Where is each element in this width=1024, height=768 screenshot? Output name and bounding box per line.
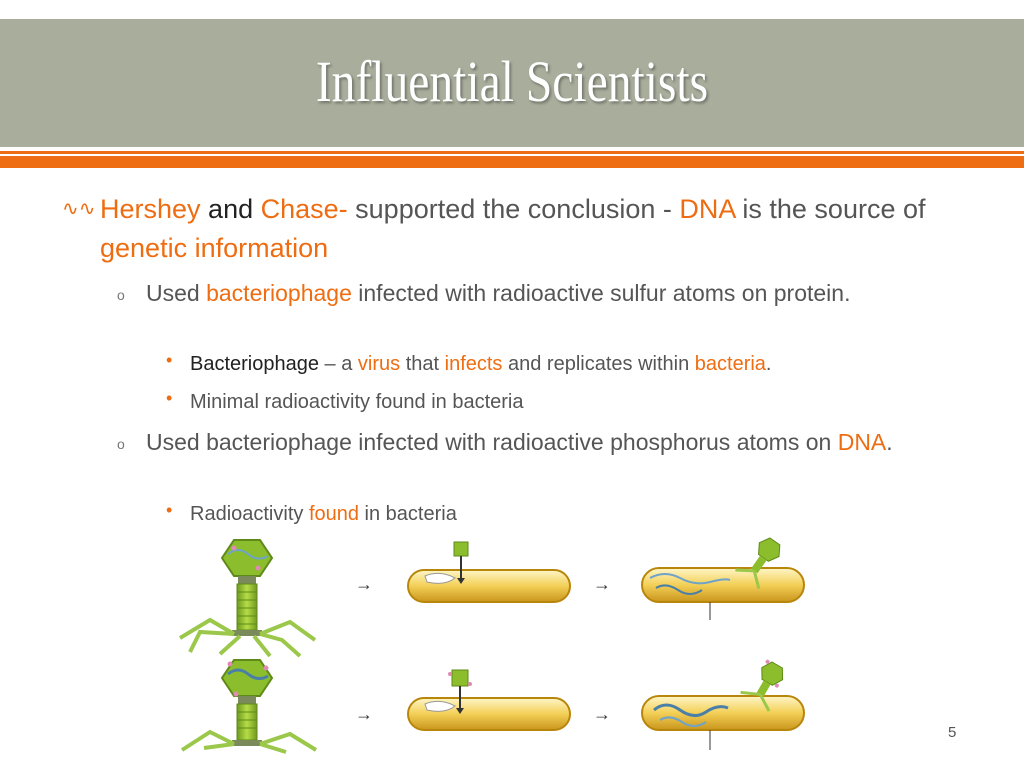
sub2-item-a: Radioactivity	[190, 503, 309, 525]
and-text: and	[200, 194, 261, 224]
main-text-1: supported the conclusion -	[347, 194, 680, 224]
bacterium-4-bottom	[641, 659, 805, 750]
l3-bullet-2: •	[166, 388, 173, 408]
sub1-used: Used	[146, 280, 207, 306]
sub2-end: .	[886, 429, 893, 455]
sub-bullet-1: Used bacteriophage infected with radioac…	[146, 276, 976, 310]
sub1-bacteriophage: bacteriophage	[206, 280, 352, 306]
svg-text:→: →	[593, 574, 611, 594]
sub-bullet-2-marker: o	[117, 436, 125, 452]
accent-rule-thick	[0, 156, 1024, 168]
page-number: 5	[948, 724, 957, 741]
slide-title: Influential Scientists	[315, 49, 709, 114]
sub1-item-2: Minimal radioactivity found in bacteria	[190, 391, 524, 413]
title-bar	[0, 19, 1024, 147]
virus-text: virus	[357, 353, 401, 375]
svg-text:→: →	[593, 704, 611, 724]
sub2-item-b: in bacteria	[359, 503, 457, 525]
chase-text: Chase	[260, 194, 339, 224]
sub2-text: Used bacteriophage infected with radioac…	[146, 429, 838, 455]
bacterium-1-top	[407, 541, 571, 603]
phage-large-bottom	[180, 659, 318, 754]
accent-rule-thin	[0, 151, 1024, 154]
infects-text: infects	[444, 353, 503, 375]
swirl-bullet-icon: ∿∿	[62, 198, 96, 220]
genetic-info-text: genetic information	[100, 233, 329, 263]
svg-text:→: →	[355, 574, 373, 594]
hershey-text: Hershey	[100, 194, 201, 224]
found-text: found	[308, 503, 359, 525]
item1-a: – a	[318, 353, 358, 375]
phage-infection-diagram: → → → →	[178, 537, 805, 754]
sub1-rest: infected with radioactive sulfur atoms o…	[351, 280, 851, 306]
phage-large-top	[178, 539, 317, 658]
item1-c: and replicates within	[502, 353, 695, 375]
bacterium-3-bottom	[407, 669, 571, 731]
bacterium-2-top	[641, 537, 805, 620]
sub2-dna: DNA	[837, 429, 887, 455]
sub-bullet-1-marker: o	[117, 287, 125, 303]
sub1-item-1: Bacteriophage – a virus that infects and…	[190, 350, 970, 378]
main-bullet: Hershey and Chase- supported the conclus…	[100, 190, 980, 268]
main-text-2: is the source of	[734, 194, 926, 224]
bacteria-text: bacteria	[694, 353, 766, 375]
item1-end: .	[765, 353, 772, 375]
l3-bullet-3: •	[166, 500, 173, 520]
sub-bullet-2: Used bacteriophage infected with radioac…	[146, 425, 976, 459]
svg-text:→: →	[355, 704, 373, 724]
item1-b: that	[400, 353, 445, 375]
sub2-item-1: Radioactivity found in bacteria	[190, 500, 970, 528]
l3-bullet-1: •	[166, 350, 173, 370]
dna-text: DNA	[679, 194, 735, 224]
bacteriophage-term: Bacteriophage	[190, 353, 319, 375]
dash-text: -	[338, 194, 348, 224]
